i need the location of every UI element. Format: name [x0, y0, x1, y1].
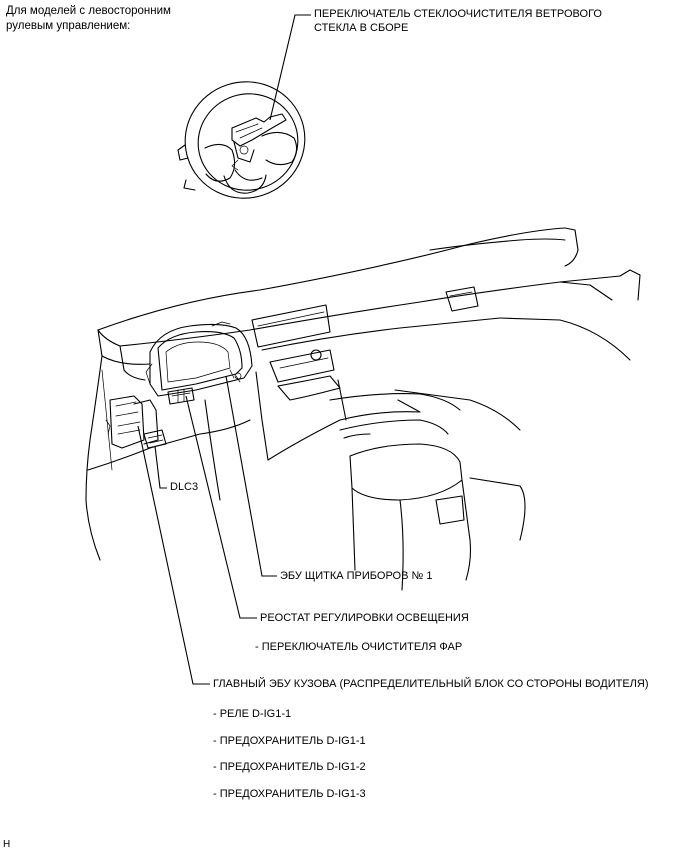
leader-lines [137, 14, 311, 685]
switch-panel [167, 387, 195, 405]
lhd-models-note: Для моделей с левосторонним рулевым упра… [6, 5, 171, 32]
relay-d-ig1-1-label: - РЕЛЕ D-IG1-1 [213, 708, 292, 720]
meter-ecu-label: ЭБУ ЩИТКА ПРИБОРОВ № 1 [280, 570, 433, 582]
headlamp-cleaner-label: - ПЕРЕКЛЮЧАТЕЛЬ ОЧИСТИТЕЛЯ ФАР [255, 641, 463, 653]
instrument-panel [85, 227, 641, 591]
figure-code: H [3, 839, 11, 850]
leader-rheostat [185, 395, 257, 619]
fuse-d-ig1-3-label: - ПРЕДОХРАНИТЕЛЬ D-IG1-3 [213, 788, 366, 800]
fuse-d-ig1-1-label: - ПРЕДОХРАНИТЕЛЬ D-IG1-1 [213, 735, 366, 747]
leader-main-body-ecu [137, 425, 210, 685]
combination-meter [145, 321, 253, 397]
leader-dlc3 [154, 445, 167, 489]
wiper-switch-label: ПЕРЕКЛЮЧАТЕЛЬ СТЕКЛООЧИСТИТЕЛЯ ВЕТРОВОГО… [314, 8, 602, 34]
leader-meter-ecu [225, 375, 277, 577]
steering-wheel [177, 81, 306, 199]
main-body-ecu-label: ГЛАВНЫЙ ЭБУ КУЗОВА (РАСПРЕДЕЛИТЕЛЬНЫЙ БЛ… [213, 678, 649, 690]
rheostat-label: РЕОСТАТ РЕГУЛИРОВКИ ОСВЕЩЕНИЯ [260, 612, 469, 624]
dlc3-connector [143, 429, 167, 449]
dlc3-label: DLC3 [170, 481, 199, 493]
main-body-ecu [105, 395, 159, 449]
fuse-d-ig1-2-label: - ПРЕДОХРАНИТЕЛЬ D-IG1-2 [213, 761, 366, 773]
leader-wiper-switch [269, 14, 311, 121]
